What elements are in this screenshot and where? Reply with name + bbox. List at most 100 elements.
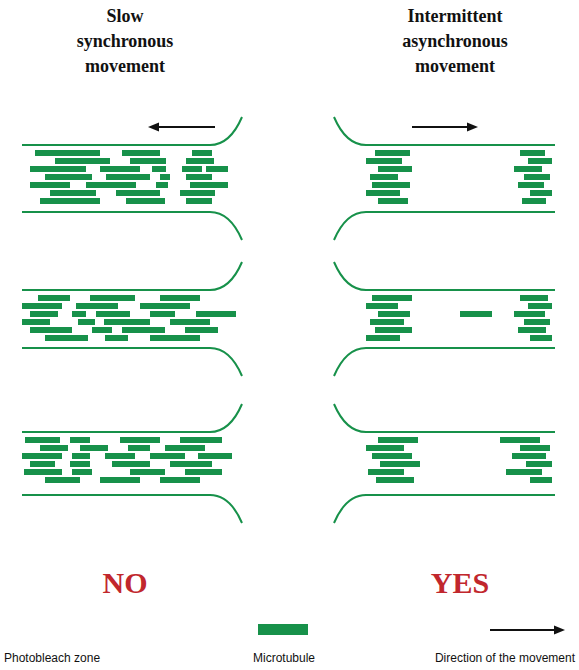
label-holder: YES [400, 566, 520, 600]
microtubule [165, 445, 205, 451]
microtubule [80, 445, 108, 451]
microtubule [152, 166, 166, 172]
microtubule [104, 319, 150, 325]
microtubule [378, 437, 418, 443]
microtubule [514, 311, 545, 317]
microtubule [190, 182, 228, 188]
microtubule [140, 303, 190, 309]
microtubule [520, 150, 545, 156]
movement-arrow [490, 629, 557, 631]
microtubule [72, 311, 86, 317]
axon-segment [334, 262, 555, 376]
microtubule [372, 182, 410, 188]
microtubule [520, 295, 548, 301]
microtubule [96, 311, 130, 317]
microtubule [368, 469, 404, 475]
microtubule [112, 461, 150, 467]
microtubule [366, 445, 404, 451]
axon-segment [334, 404, 555, 523]
microtubule [512, 453, 546, 459]
microtubule [22, 319, 50, 325]
microtubule [120, 437, 160, 443]
microtubule [70, 461, 90, 467]
label-holder: Intermittent asynchronous movement [390, 4, 520, 79]
microtubule [524, 319, 550, 325]
column-heading: Intermittent asynchronous movement [390, 4, 520, 79]
microtubule [45, 477, 80, 483]
legend-text: Photobleach zone [4, 651, 100, 665]
microtubule [518, 327, 546, 333]
microtubule [128, 445, 150, 451]
microtubule [378, 198, 408, 204]
microtubule [370, 319, 404, 325]
axon-segment [334, 117, 555, 240]
microtubule [122, 150, 160, 156]
microtubule [106, 174, 150, 180]
microtubule [376, 477, 414, 483]
microtubule [186, 198, 212, 204]
arrow-head [467, 123, 478, 132]
microtubule [150, 335, 200, 341]
microtubule [122, 327, 165, 333]
microtubule [198, 453, 232, 459]
microtubule [530, 477, 552, 483]
microtubule [86, 182, 136, 188]
microtubule [526, 461, 552, 467]
legend-text: Microtubule [253, 651, 315, 665]
microtubule [35, 150, 100, 156]
microtubule [180, 437, 222, 443]
microtubule [528, 303, 552, 309]
microtubule [160, 295, 200, 301]
microtubule [380, 461, 420, 467]
microtubule [30, 166, 86, 172]
microtubule [514, 166, 542, 172]
arrow-head [148, 123, 159, 132]
microtubule [170, 461, 212, 467]
microtubule [116, 190, 160, 196]
microtubule [375, 150, 410, 156]
microtubule [72, 453, 90, 459]
microtubule [78, 319, 95, 325]
microtubule [370, 174, 398, 180]
microtubule [160, 477, 200, 483]
microtubule [40, 445, 68, 451]
microtubule [30, 311, 58, 317]
microtubule [105, 335, 128, 341]
microtubule [156, 182, 168, 188]
axon-segment [22, 262, 242, 376]
microtubule [186, 158, 214, 164]
axon-segment [22, 404, 242, 523]
microtubule [170, 319, 210, 325]
microtubule [22, 303, 62, 309]
verdict-label: NO [65, 566, 185, 600]
microtubule [518, 182, 544, 188]
microtubule [92, 327, 112, 333]
microtubule [366, 190, 400, 196]
microtubule [192, 150, 212, 156]
microtubule [150, 453, 185, 459]
microtubule [90, 295, 135, 301]
microtubule [70, 437, 90, 443]
microtubule [130, 158, 166, 164]
movement-arrow [412, 126, 470, 128]
microtubule [100, 477, 140, 483]
microtubule [460, 311, 492, 317]
microtubule [45, 174, 92, 180]
microtubule [126, 198, 165, 204]
microtubule [30, 182, 70, 188]
axon-segment [22, 117, 242, 240]
microtubule [130, 469, 165, 475]
microtubule [522, 198, 546, 204]
microtubule [40, 198, 100, 204]
microtubule [196, 311, 236, 317]
microtubule [372, 453, 412, 459]
microtubule [38, 295, 70, 301]
microtubule [500, 437, 540, 443]
microtubule [524, 174, 550, 180]
verdict-label: YES [400, 566, 520, 600]
microtubule [100, 166, 140, 172]
microtubule [372, 295, 412, 301]
